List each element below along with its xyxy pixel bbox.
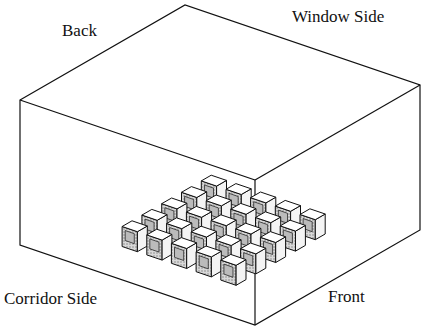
computer-face xyxy=(231,203,256,214)
computer-screen xyxy=(224,264,233,277)
computer-face xyxy=(201,175,226,186)
computer-face xyxy=(260,232,285,243)
side-label: Window Side xyxy=(292,8,384,27)
computer-face xyxy=(142,209,167,220)
computer-face xyxy=(216,235,241,246)
computer-face xyxy=(280,220,305,231)
computer-icon xyxy=(221,254,246,285)
computer-screen xyxy=(175,247,184,260)
side-label: Back xyxy=(62,22,97,41)
computer-screen xyxy=(125,231,134,244)
computer-icon xyxy=(122,221,147,252)
computer-face xyxy=(171,238,196,249)
computer-face xyxy=(182,187,207,198)
computer-icon xyxy=(147,229,172,260)
computer-face xyxy=(196,246,221,257)
computer-face xyxy=(147,229,172,240)
computer-face xyxy=(241,243,266,254)
room-box xyxy=(20,5,420,325)
computer-icon xyxy=(196,246,221,277)
computer-face xyxy=(186,206,211,217)
computer-face xyxy=(221,254,246,265)
computer-face xyxy=(236,223,261,234)
computer-face xyxy=(300,209,325,220)
computer-face xyxy=(226,184,251,195)
side-label: Front xyxy=(328,288,365,307)
computer-face xyxy=(122,221,147,232)
computer-face xyxy=(256,212,281,223)
computer-face xyxy=(251,192,276,203)
side-label: Corridor Side xyxy=(4,290,97,309)
computer-face xyxy=(211,215,236,226)
computer-face xyxy=(191,226,216,237)
computer-face xyxy=(275,200,300,211)
computer-icon xyxy=(171,238,196,269)
computer-screen xyxy=(150,239,159,252)
computer-face xyxy=(206,195,231,206)
computer-face xyxy=(167,218,192,229)
computer-screen xyxy=(199,256,208,269)
computer-grid xyxy=(122,175,325,285)
computer-face xyxy=(162,198,187,209)
